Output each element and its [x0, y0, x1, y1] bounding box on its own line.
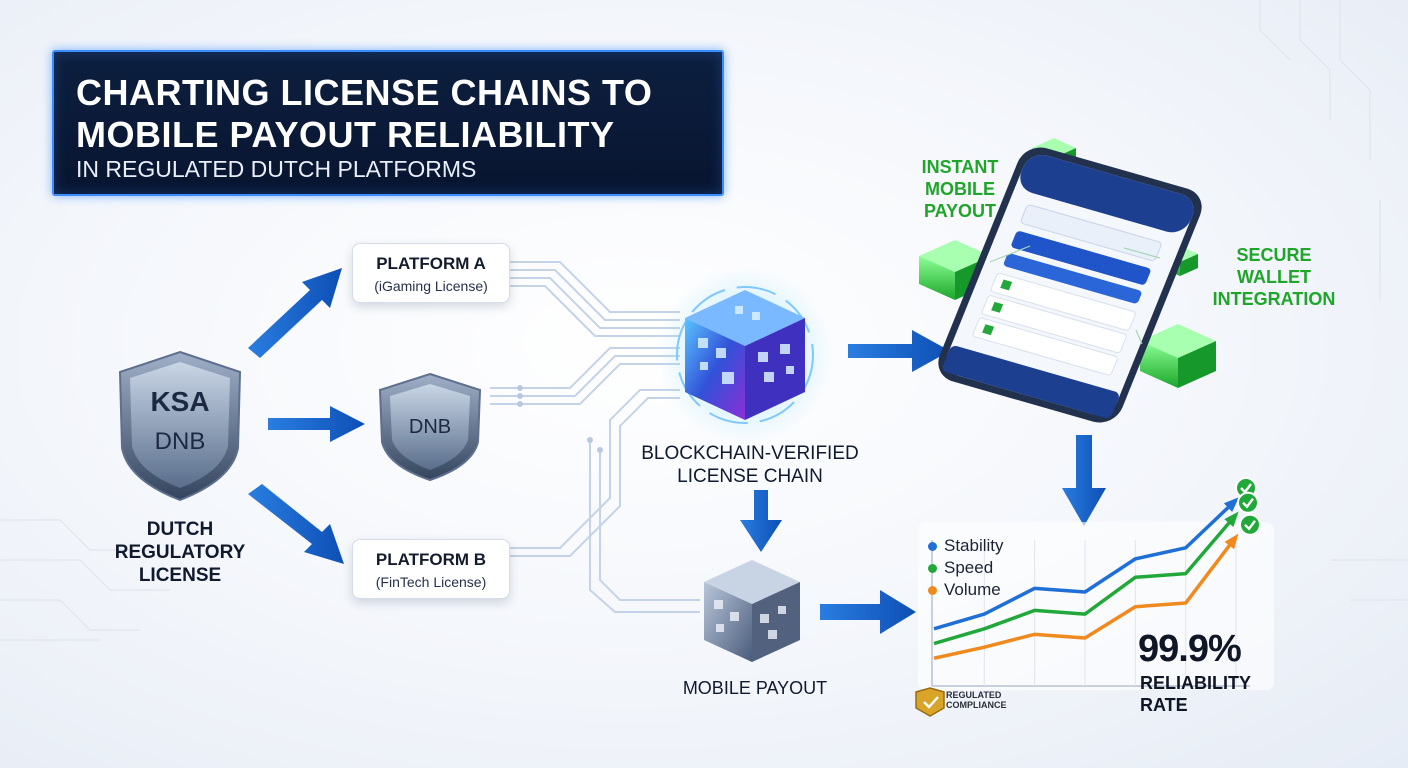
instant-payout-label: INSTANT MOBILE PAYOUT: [900, 156, 1020, 222]
platform-a-license: (iGaming License): [374, 278, 488, 294]
dnb-shield-icon: [378, 372, 482, 482]
regulator-label-line: REGULATORY: [114, 542, 246, 563]
series-line-volume: [933, 535, 1238, 660]
title-subtitle: IN REGULATED DUTCH PLATFORMS: [76, 156, 477, 182]
check-mark-icon: [1240, 483, 1252, 494]
platform-a-card: PLATFORM A (iGaming License): [352, 243, 510, 303]
platform-b-license: (FinTech License): [375, 574, 487, 590]
circuit-background: [0, 0, 1408, 641]
badge-line: REGULATED: [946, 690, 1002, 700]
secure-wallet-line: WALLET: [1237, 267, 1311, 287]
regulator-label-line: LICENSE: [138, 565, 222, 586]
badge-line: COMPLIANCE: [946, 700, 1007, 710]
instant-payout-line: INSTANT: [921, 157, 999, 177]
reliability-label: RELIABILITY RATE: [1140, 672, 1251, 716]
legend-label-speed: Speed: [944, 558, 994, 577]
instant-payout-line: PAYOUT: [923, 201, 997, 221]
connector-lines: [490, 261, 700, 613]
series-arrowhead-volume: [1224, 533, 1239, 550]
reliability-value: 99.9%: [1138, 628, 1242, 670]
mobile-payout-cube-icon: [704, 560, 800, 662]
secure-wallet-line: INTEGRATION: [1212, 289, 1336, 309]
compliance-badge-icon: [915, 687, 945, 717]
compliance-badge-text: REGULATED COMPLIANCE: [946, 690, 1007, 710]
shield-ksa-text: KSA: [150, 386, 210, 417]
reliability-label-line: RELIABILITY: [1140, 673, 1251, 693]
legend-label-volume: Volume: [944, 580, 1001, 599]
blockchain-label: BLOCKCHAIN-VERIFIED LICENSE CHAIN: [620, 442, 880, 488]
title-banner: CHARTING LICENSE CHAINS TO MOBILE PAYOUT…: [52, 50, 724, 196]
regulator-label-line: DUTCH: [146, 519, 214, 540]
series-arrowhead-speed: [1224, 511, 1239, 527]
shield-dnb-text: DNB: [154, 428, 206, 455]
reliability-label-line: RATE: [1140, 695, 1188, 715]
legend-label-stability: Stability: [944, 536, 1004, 555]
secure-wallet-label: SECURE WALLET INTEGRATION: [1180, 244, 1368, 310]
platform-a-name: PLATFORM A: [376, 254, 486, 273]
flow-arrows: [248, 268, 1106, 634]
regulator-label: DUTCH REGULATORY LICENSE: [100, 518, 260, 587]
blockchain-label-line: BLOCKCHAIN-VERIFIED: [641, 443, 859, 464]
mobile-payout-label: MOBILE PAYOUT: [682, 678, 828, 698]
platform-b-card: PLATFORM B (FinTech License): [352, 539, 510, 599]
chart-area: [918, 477, 1274, 690]
chart-legend: Stability Speed Volume: [926, 536, 1036, 606]
series-arrowhead-stability: [1223, 497, 1239, 512]
secure-wallet-line: SECURE: [1236, 245, 1312, 265]
series-line-speed: [933, 513, 1238, 646]
check-circle-icon: [1237, 491, 1259, 514]
series-line-stability: [933, 498, 1238, 631]
blockchain-cube-icon: [657, 267, 833, 443]
check-mark-icon: [1242, 498, 1254, 509]
title-line-2: MOBILE PAYOUT RELIABILITY: [76, 114, 615, 155]
legend-swatch-volume: [928, 586, 937, 595]
instant-payout-line: MOBILE: [925, 179, 995, 199]
blockchain-label-line: LICENSE CHAIN: [677, 466, 823, 487]
check-mark-icon: [1244, 520, 1256, 531]
platform-b-name: PLATFORM B: [375, 550, 487, 569]
middle-shield-text: DNB: [408, 416, 452, 438]
legend-swatch-speed: [928, 564, 937, 573]
legend-swatch-stability: [928, 542, 937, 551]
title-line-1: CHARTING LICENSE CHAINS TO: [76, 72, 653, 113]
check-circle-icon: [1239, 513, 1261, 536]
smartphone-icon: [938, 147, 1202, 423]
regulator-shield-icon: [118, 350, 242, 502]
